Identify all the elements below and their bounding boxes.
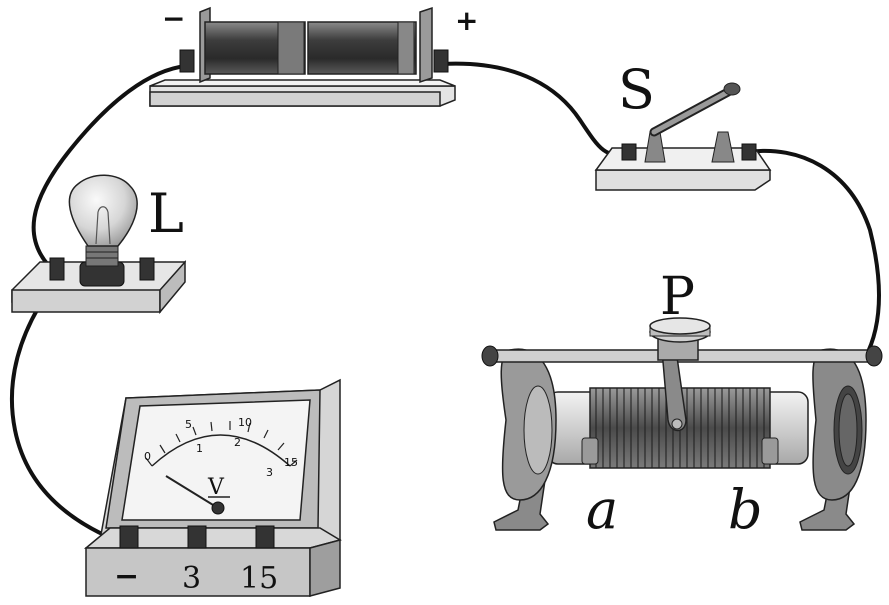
battery-terminal-minus[interactable] xyxy=(179,49,195,73)
meter-terminal-3[interactable] xyxy=(187,525,207,549)
wire-lamp-to-voltmeter xyxy=(10,280,130,547)
bulb-icon xyxy=(68,174,138,247)
meter-face xyxy=(121,399,311,521)
switch-terminal-right[interactable] xyxy=(741,143,757,161)
rheostat-terminal-a[interactable] xyxy=(581,437,599,465)
voltmeter: 0 5 10 15 1 2 3 V − 3 15 xyxy=(83,378,342,597)
rheostat-slider[interactable] xyxy=(649,317,711,432)
switch-label: S xyxy=(618,58,655,121)
battery-minus-label: − xyxy=(162,2,185,35)
scale-lower-2: 2 xyxy=(234,436,241,449)
wire-switch-to-rheostat xyxy=(746,148,882,360)
rheostat-terminal-b[interactable] xyxy=(761,437,779,465)
terminal-minus-label: − xyxy=(114,559,139,594)
switch[interactable]: S xyxy=(594,58,772,191)
battery-terminal-plus[interactable] xyxy=(433,49,449,73)
wires xyxy=(10,61,882,547)
terminal-3-label: 3 xyxy=(182,561,201,596)
lamp-label: L xyxy=(148,182,184,245)
battery-plus-label: + xyxy=(455,4,478,37)
slider-label: P xyxy=(660,267,695,327)
meter-symbol: V xyxy=(207,475,225,500)
rheostat-knob-right[interactable] xyxy=(865,345,883,367)
lamp-terminal-left[interactable] xyxy=(49,257,65,281)
rheostat-knob-left[interactable] xyxy=(481,345,499,367)
scale-upper-5: 5 xyxy=(185,418,192,431)
meter-terminal-15[interactable] xyxy=(255,525,275,549)
scale-lower-3: 3 xyxy=(266,466,273,479)
switch-terminal-left[interactable] xyxy=(621,143,637,161)
lamp: L xyxy=(11,174,187,315)
wire-battery-to-lamp xyxy=(31,64,188,274)
meter-needle xyxy=(165,475,219,509)
rheostat: P a b xyxy=(481,267,883,541)
switch-handle[interactable] xyxy=(723,82,741,96)
wire-battery-to-switch xyxy=(440,61,632,157)
scale-lower-1: 1 xyxy=(196,442,203,455)
scale-upper-15: 15 xyxy=(284,456,298,469)
end-b-label: b xyxy=(728,478,763,541)
terminal-15-label: 15 xyxy=(240,561,278,596)
meter-terminal-minus[interactable] xyxy=(119,525,139,549)
end-a-label: a xyxy=(586,478,618,541)
lamp-terminal-right[interactable] xyxy=(139,257,155,281)
battery: − + xyxy=(149,2,478,107)
scale-upper-0: 0 xyxy=(144,450,151,463)
scale-upper-10: 10 xyxy=(238,416,252,429)
